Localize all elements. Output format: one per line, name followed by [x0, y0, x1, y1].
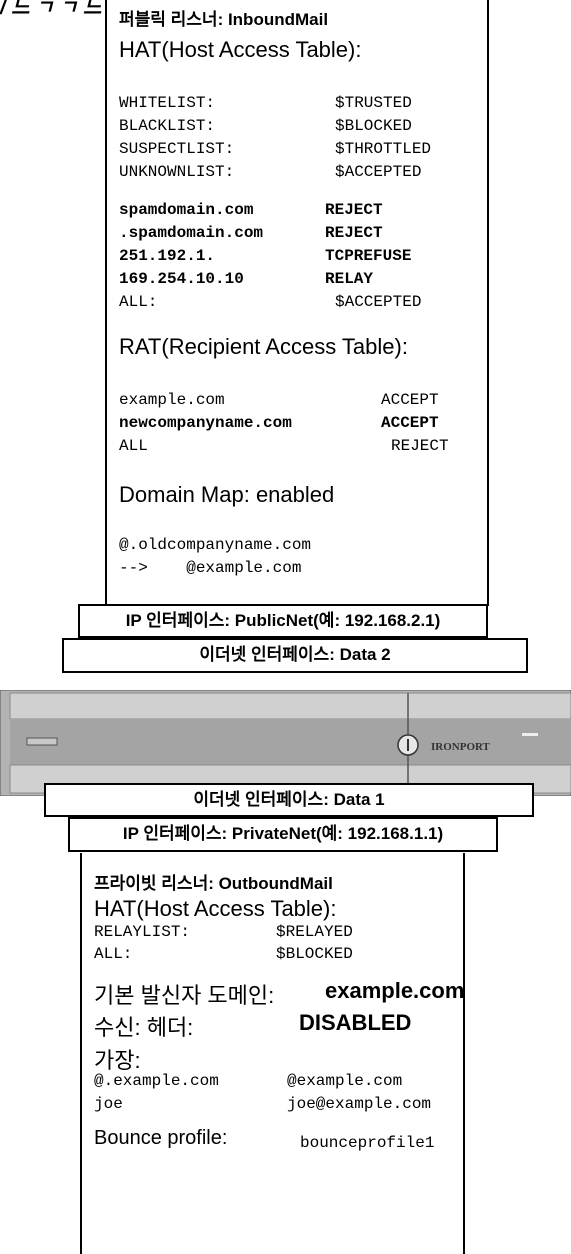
ip-interface-public: IP 인터페이스: PublicNet(예: 192.168.2.1) — [78, 604, 488, 638]
private-hat-title: HAT(Host Access Table): — [94, 896, 337, 921]
hat-row-value: $BLOCKED — [335, 117, 412, 135]
masquerade-row-value: joe@example.com — [287, 1095, 432, 1113]
hat-row-value: $ACCEPTED — [335, 293, 422, 311]
private-hat-row-value: $RELAYED — [276, 923, 353, 941]
received-header-label: 수신: 헤더: — [94, 1015, 194, 1040]
drive-slot-icon — [26, 737, 58, 746]
hat-row: 169.254.10.10 — [119, 270, 244, 288]
hat-row: spamdomain.com — [119, 201, 254, 219]
ethernet-interface-data1: 이더넷 인터페이스: Data 1 — [44, 783, 534, 817]
hat-row: SUSPECTLIST: — [119, 140, 235, 158]
hat-row-value: $TRUSTED — [335, 94, 412, 112]
masquerade-label: 가장: — [94, 1048, 141, 1073]
hat-row: UNKNOWNLIST: — [119, 163, 235, 181]
received-header-value: DISABLED — [299, 1010, 412, 1035]
ironport-logo-text: IRONPORT — [431, 741, 491, 753]
masquerade-row-value: @example.com — [287, 1072, 403, 1090]
hat-row: BLACKLIST: — [119, 117, 216, 135]
default-sender-label: 기본 발신자 도메인: — [94, 983, 275, 1008]
hat-row-value: REJECT — [325, 201, 383, 219]
rat-row-value: ACCEPT — [381, 414, 439, 432]
private-hat-row: ALL: — [94, 945, 133, 963]
bounce-profile-value: bounceprofile1 — [300, 1134, 435, 1152]
hat-row-value: $THROTTLED — [335, 140, 432, 158]
rat-row: newcompanyname.com — [119, 414, 292, 432]
private-listener-box: 프라이빗 리스너: OutboundMail HAT(Host Access T… — [80, 853, 465, 1254]
masquerade-row: joe — [94, 1095, 123, 1113]
hat-row: ALL: — [119, 293, 158, 311]
hat-row: WHITELIST: — [119, 94, 216, 112]
cropped-header-fragment: / 느 ㄱ ㄱ 느 — [0, 0, 102, 19]
hat-row-value: $ACCEPTED — [335, 163, 422, 181]
power-button-icon — [397, 734, 419, 756]
domain-map-title: Domain Map: enabled — [119, 482, 335, 507]
rat-row: ALL — [119, 437, 148, 455]
rat-title: RAT(Recipient Access Table): — [119, 334, 408, 359]
hat-row-value: REJECT — [325, 224, 383, 242]
public-listener-title: 퍼블릭 리스너: InboundMail — [119, 10, 329, 29]
domain-map-from: @.oldcompanyname.com — [119, 536, 312, 554]
ironport-appliance: IRONPORT — [0, 690, 571, 796]
domain-map-to: --> @example.com — [119, 559, 302, 577]
private-hat-row: RELAYLIST: — [94, 923, 191, 941]
private-listener-title: 프라이빗 리스너: OutboundMail — [94, 874, 333, 893]
ip-interface-private: IP 인터페이스: PrivateNet(예: 192.168.1.1) — [68, 817, 498, 852]
rat-row-value: REJECT — [391, 437, 449, 455]
public-listener-box: 퍼블릭 리스너: InboundMail HAT(Host Access Tab… — [105, 0, 489, 606]
hat-row-value: RELAY — [325, 270, 374, 288]
ethernet-interface-data2: 이더넷 인터페이스: Data 2 — [62, 638, 528, 673]
bounce-profile-label: Bounce profile: — [94, 1127, 228, 1149]
masquerade-row: @.example.com — [94, 1072, 219, 1090]
hat-row: .spamdomain.com — [119, 224, 264, 242]
hat-row: 251.192.1. — [119, 247, 216, 265]
hat-row-value: TCPREFUSE — [325, 247, 412, 265]
private-hat-row-value: $BLOCKED — [276, 945, 353, 963]
default-sender-value: example.com — [325, 978, 465, 1003]
rat-row: example.com — [119, 391, 225, 409]
rat-row-value: ACCEPT — [381, 391, 439, 409]
hat-title: HAT(Host Access Table): — [119, 37, 362, 62]
